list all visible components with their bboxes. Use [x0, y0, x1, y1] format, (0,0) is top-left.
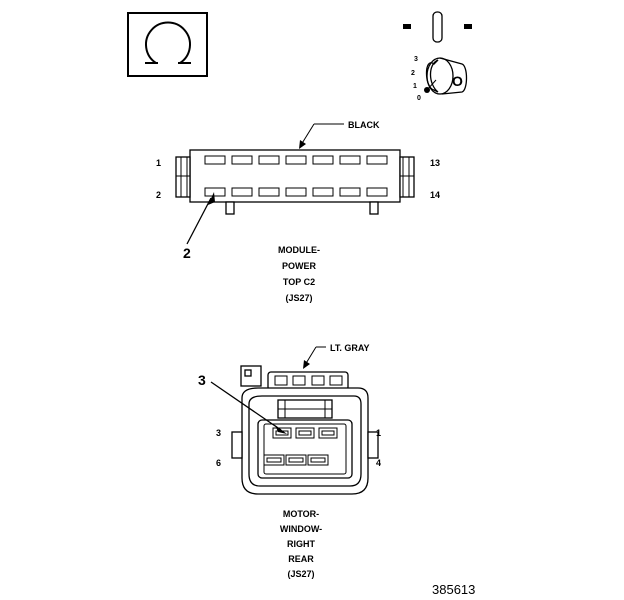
bottom-pin-6-label: 6 — [216, 458, 221, 468]
figure-id: 385613 — [432, 582, 475, 597]
top-pin-1-label: 1 — [156, 158, 161, 168]
top-pin-14-label: 14 — [430, 190, 440, 200]
ohmmeter-symbol: Ω — [127, 12, 208, 77]
bottom-connector-name-line-4: REAR — [288, 554, 314, 564]
top-pin-2-label: 2 — [156, 190, 161, 200]
ignition-key-symbol: O 3 2 1 0 — [403, 11, 472, 102]
top-pin-13-label: 13 — [430, 158, 440, 168]
callout-3: 3 — [198, 372, 206, 388]
ohmmeter-frame — [127, 12, 208, 77]
key-position-1: 1 — [413, 83, 417, 90]
bottom-connector-color-label: LT. GRAY — [330, 343, 370, 353]
top-connector-name-line-3: TOP C2 — [283, 277, 315, 287]
top-connector-name-line-4: (JS27) — [285, 293, 312, 303]
top-connector-color-label: BLACK — [348, 120, 380, 130]
bottom-pin-4-label: 4 — [376, 458, 381, 468]
top-connector-row-2 — [204, 187, 388, 197]
bottom-connector-name-line-2: WINDOW- — [280, 524, 322, 534]
key-position-3: 3 — [414, 56, 418, 63]
bottom-connector-name-line-5: (JS27) — [287, 569, 314, 579]
bottom-connector-row-1 — [272, 427, 338, 439]
bottom-connector: LT. GRAY — [198, 343, 381, 579]
bottom-pin-1-label: 1 — [376, 428, 381, 438]
top-connector-name-line-1: MODULE- — [278, 245, 320, 255]
top-connector-name-line-2: POWER — [282, 261, 317, 271]
bottom-pin-3-label: 3 — [216, 428, 221, 438]
top-connector-row-1 — [204, 155, 388, 165]
top-connector: BLACK — [156, 120, 440, 303]
callout-2: 2 — [183, 245, 191, 261]
bottom-connector-name-line-1: MOTOR- — [283, 509, 319, 519]
bottom-connector-name-line-3: RIGHT — [287, 539, 316, 549]
ohm-icon — [145, 21, 191, 64]
key-letter: O — [452, 73, 463, 89]
key-position-2: 2 — [411, 70, 415, 77]
bottom-connector-row-2 — [263, 454, 329, 466]
key-position-0: 0 — [417, 95, 421, 102]
